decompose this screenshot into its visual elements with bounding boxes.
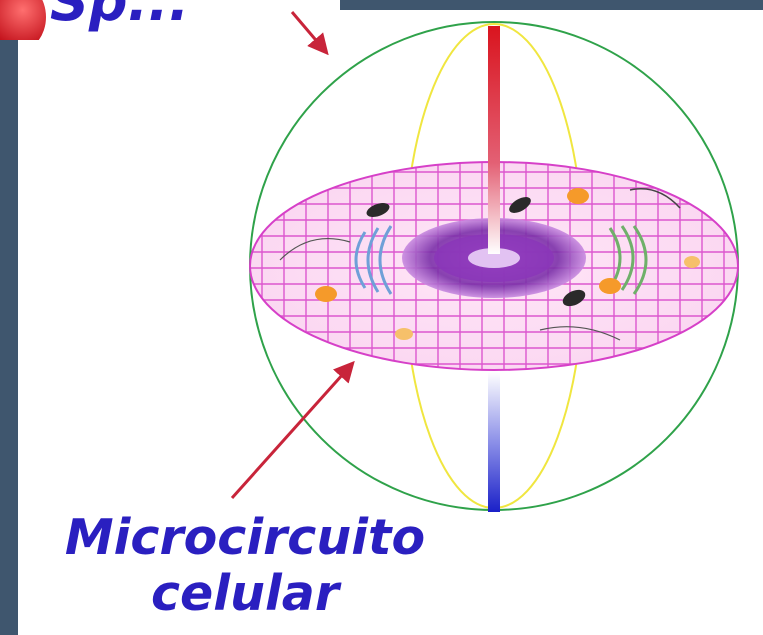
red-blob-icon [0,0,46,40]
top-label-partial: Sp... [50,0,190,33]
cell-organelles-icon [279,188,700,341]
caption-line-2: celular [151,565,339,622]
axis-bottom-bar [488,372,500,512]
left-strip [0,0,18,635]
top-strip [0,0,763,8]
arrow-bottom [230,360,355,500]
top-label-box: Sp... [0,0,340,40]
axis-top-bar [488,26,500,254]
arrow-top [290,11,329,56]
caption-line-1: Microcircuito [64,509,426,566]
caption: Microcircuito celular [30,510,460,622]
